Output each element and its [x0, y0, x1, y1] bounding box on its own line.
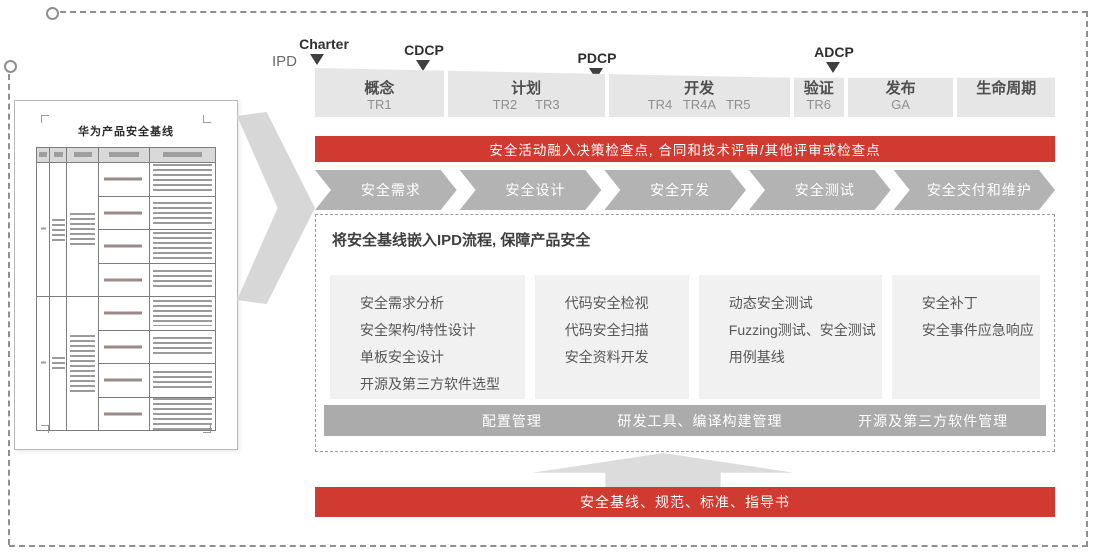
- milestone-charter-marker-icon: [310, 54, 324, 65]
- frame-bottom-dashed-line: [9, 545, 1088, 547]
- foundation-bar: 安全基线、规范、标准、指导书: [315, 487, 1055, 517]
- phase-concept: 概念 TR1: [315, 68, 444, 117]
- activity-group-coding: 代码安全检视 代码安全扫描 安全资料开发: [534, 275, 689, 399]
- milestone-pdcp-marker-icon: [589, 68, 603, 79]
- doc-to-process-arrow-icon: [237, 112, 315, 304]
- phase-release: 发布 GA: [847, 68, 954, 117]
- phase-verify: 验证 TR6: [793, 68, 844, 117]
- support-item-config-management: 配置管理: [481, 412, 542, 429]
- frame-right-dashed-line: [1086, 11, 1088, 547]
- doc-margin-mark-icon: [203, 115, 211, 123]
- milestone-pdcp-label: PDCP: [577, 50, 617, 66]
- activity-group-maintenance: 安全补丁 安全事件应急响应: [891, 275, 1040, 399]
- baseline-activity-box: 将安全基线嵌入IPD流程, 保障产品安全 安全需求分析 安全架构/特性设计 单板…: [315, 214, 1055, 452]
- ipd-label: IPD: [272, 53, 298, 70]
- support-management-bar: 配置管理 研发工具、编译构建管理 开源及第三方软件管理: [324, 405, 1046, 436]
- frame-circle-endpoint-top-icon: [46, 7, 59, 20]
- doc-table: [36, 147, 216, 431]
- doc-title: 华为产品安全基线: [78, 126, 174, 138]
- process-step-delivery-maintenance: 安全交付和维护: [894, 170, 1055, 210]
- bottom-up-arrow-icon: [532, 453, 794, 487]
- phase-plan: 计划 TR2 TR3: [447, 68, 605, 117]
- activity-group-requirements: 安全需求分析 安全架构/特性设计 单板安全设计 开源及第三方软件选型: [330, 275, 525, 399]
- ipd-phase-bar: 概念 TR1 计划 TR2 TR3 开发 TR4 TR4A TR5 验证 TR6…: [315, 68, 1055, 117]
- milestone-adcp-marker-icon: [826, 62, 840, 73]
- activity-group-testing: 动态安全测试 Fuzzing测试、安全测试 用例基线: [698, 275, 882, 399]
- doc-table-header: [37, 148, 215, 163]
- phase-develop: 开发 TR4 TR4A TR5: [608, 68, 790, 117]
- doc-table-row-group: [37, 163, 215, 297]
- baseline-doc-preview: 华为产品安全基线: [14, 100, 238, 450]
- checkpoint-bar: 安全活动融入决策检查点, 合同和技术评审/其他评审或检查点: [315, 136, 1055, 162]
- support-item-build-management: 研发工具、编译构建管理: [617, 412, 783, 429]
- frame-left-dashed-line: [8, 74, 10, 545]
- phase-lifecycle: 生命周期: [957, 68, 1055, 117]
- frame-top-dashed-line: [60, 11, 1088, 13]
- milestone-cdcp-label: CDCP: [404, 42, 444, 58]
- support-item-oss-management: 开源及第三方软件管理: [858, 412, 1009, 429]
- doc-margin-mark-icon: [41, 115, 49, 123]
- baseline-box-title: 将安全基线嵌入IPD流程, 保障产品安全: [332, 232, 591, 249]
- process-step-development: 安全开发: [604, 170, 746, 210]
- activity-groups: 安全需求分析 安全架构/特性设计 单板安全设计 开源及第三方软件选型 代码安全检…: [330, 275, 1040, 399]
- doc-margin-mark-icon: [41, 425, 49, 433]
- security-process-steps: 安全需求 安全设计 安全开发 安全测试 安全交付和维护: [315, 170, 1055, 210]
- process-step-requirements: 安全需求: [315, 170, 457, 210]
- milestone-cdcp-marker-icon: [416, 60, 430, 71]
- process-step-design: 安全设计: [460, 170, 602, 210]
- process-step-testing: 安全测试: [749, 170, 891, 210]
- milestone-adcp-label: ADCP: [814, 44, 854, 60]
- doc-table-row-group: [37, 297, 215, 430]
- frame-circle-endpoint-left-icon: [4, 60, 17, 73]
- milestone-charter-label: Charter: [299, 36, 349, 52]
